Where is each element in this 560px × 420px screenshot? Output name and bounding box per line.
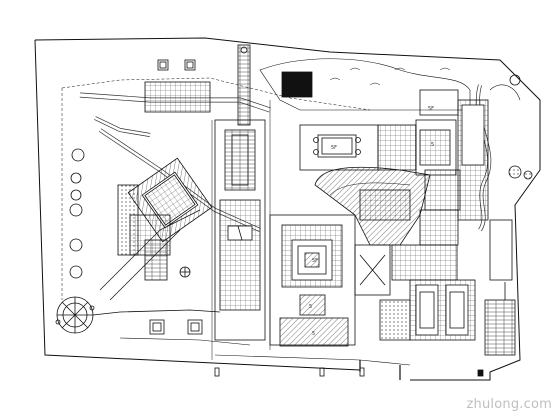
pond (259, 58, 471, 111)
pergola (144, 81, 211, 113)
room-label: 5F (331, 145, 337, 151)
gazebo (127, 157, 213, 243)
dining-terrace (354, 244, 391, 296)
pool-deck (419, 89, 459, 116)
round-pergola (55, 296, 95, 334)
site-boundary (34, 37, 541, 381)
room-label: 5F (428, 106, 434, 112)
room-label: 5F (312, 258, 318, 264)
lawn-circle (71, 148, 85, 162)
site-boundary-west (34, 39, 361, 371)
room-label: 5 (312, 331, 315, 337)
west-wing (214, 119, 266, 341)
watermark: zhulong.com (466, 397, 552, 412)
room-label: 5 (309, 304, 312, 310)
room-label: 5 (431, 142, 434, 148)
